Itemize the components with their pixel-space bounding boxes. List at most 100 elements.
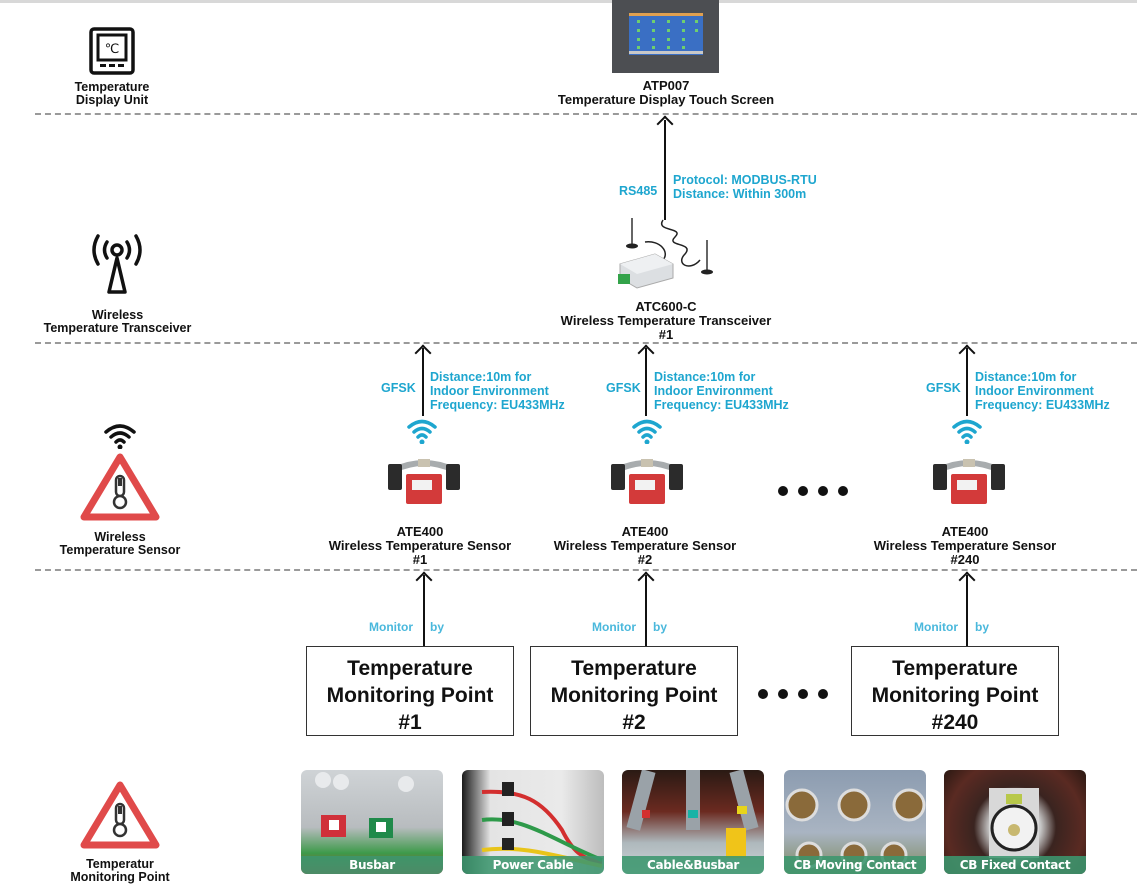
gfsk-detail-line: Distance:10m for [975,370,1077,384]
application-caption: Cable&Busbar Connect [622,856,764,874]
layer-divider [35,113,1137,115]
mp-line: Temperature [571,657,697,680]
layer-label-line: Temperature [74,80,150,94]
application-photo-busbar: Busbar [301,770,443,874]
gfsk-details: Distance:10m for Indoor Environment Freq… [975,370,1110,412]
layer-label-line: Temperatur [86,857,154,871]
layer-label-line: Temperature Sensor [59,543,181,557]
mp-line: Monitoring Point [871,684,1039,707]
monitor-link-line [423,575,425,647]
sensor-image [611,456,683,508]
top-edge [0,0,1137,3]
gfsk-label: GFSK [606,381,641,395]
monitoring-point-box: Temperature Monitoring Point #2 [530,646,738,736]
layer-label-line: Wireless [94,530,146,544]
layer-label-display: Temperature Display Unit [52,81,172,107]
device-model: ATC600-C [635,299,697,314]
ellipsis-sensors [778,486,848,496]
device-name: Temperature Display Touch Screen [557,92,775,107]
mp-line: Temperature [892,657,1018,680]
application-caption: CB Fixed Contact [944,856,1086,874]
device-name: Wireless Temperature Transceiver [560,313,772,328]
device-index: #2 [637,552,653,567]
layer-label-transceiver: Wireless Temperature Transceiver [30,309,205,335]
gfsk-link-line [966,348,968,416]
rs485-link-line [664,120,666,220]
transceiver-image [615,212,720,302]
gfsk-detail-line: Frequency: EU433MHz [654,398,789,412]
wifi-icon [103,423,137,450]
transceiver-device-label: ATC600-C Wireless Temperature Transceive… [561,300,772,342]
mp-line: #1 [398,711,422,734]
gfsk-details: Distance:10m for Indoor Environment Freq… [430,370,565,412]
wifi-signal-icon [406,418,438,445]
gfsk-detail-line: Indoor Environment [430,384,549,398]
layer-label-line: Monitoring Point [70,870,170,884]
device-index: #240 [950,552,980,567]
rs485-details: Protocol: MODBUS-RTU Distance: Within 30… [673,173,817,201]
sensor-image [933,456,1005,508]
layer-label-monitoring: Temperatur Monitoring Point [40,858,200,884]
layer-label-line: Display Unit [75,93,149,107]
monitor-label: Monitor [369,620,413,634]
protocol-text: Protocol: MODBUS-RTU [673,173,817,187]
distance-text: Distance: Within 300m [673,187,807,201]
thermometer-warning-icon [79,780,161,850]
sensor-image [388,456,460,508]
mp-line: Temperature [347,657,473,680]
display-device-label: ATP007 Temperature Display Touch Screen [558,79,774,107]
device-model: ATE400 [621,524,669,539]
gfsk-detail-line: Distance:10m for [654,370,756,384]
device-index: #1 [658,327,674,342]
application-photo-cable-busbar-connect: Cable&Busbar Connect [622,770,764,874]
device-model: ATE400 [941,524,989,539]
monitor-label: Monitor [914,620,958,634]
wireless-thermometer-warning-icon [79,452,161,522]
wifi-signal-icon [631,418,663,445]
device-name: Wireless Temperature Sensor [328,538,512,553]
gfsk-label: GFSK [381,381,416,395]
gfsk-link-line [645,348,647,416]
gfsk-details: Distance:10m for Indoor Environment Freq… [654,370,789,412]
svg-text:℃: ℃ [105,42,120,57]
device-model: ATP007 [642,78,690,93]
device-name: Wireless Temperature Sensor [553,538,737,553]
layer-divider [35,569,1137,571]
arrow-up-icon [958,344,976,362]
gfsk-detail-line: Distance:10m for [430,370,532,384]
gfsk-detail-line: Indoor Environment [975,384,1094,398]
sensor-label: ATE400 Wireless Temperature Sensor #240 [874,525,1056,567]
monitor-link-line [645,575,647,647]
monitoring-point-box: Temperature Monitoring Point #1 [306,646,514,736]
gfsk-label: GFSK [926,381,961,395]
monitoring-point-box: Temperature Monitoring Point #240 [851,646,1059,736]
arrow-up-icon [637,571,655,589]
device-model: ATE400 [396,524,444,539]
gfsk-detail-line: Frequency: EU433MHz [975,398,1110,412]
monitor-label: Monitor [592,620,636,634]
arrow-up-icon [415,571,433,589]
sensor-label: ATE400 Wireless Temperature Sensor #2 [554,525,736,567]
layer-label-line: Wireless [91,308,144,322]
gfsk-link-line [422,348,424,416]
device-index: #1 [412,552,428,567]
mp-line: #2 [622,711,646,734]
arrow-up-icon [637,344,655,362]
mp-line: Monitoring Point [550,684,718,707]
mp-line: Monitoring Point [326,684,494,707]
application-caption: Power Cable [462,856,604,874]
application-photo-power-cable: Power Cable [462,770,604,874]
touch-screen-image [612,0,719,73]
radio-tower-icon [82,230,152,296]
by-label: by [975,620,990,634]
by-label: by [430,620,445,634]
layer-label-line: Temperature Transceiver [43,321,192,335]
device-name: Wireless Temperature Sensor [873,538,1057,553]
arrow-up-icon [958,571,976,589]
monitor-link-line [966,575,968,647]
application-caption: CB Moving Contact [784,856,926,874]
application-photo-cb-moving-contact: CB Moving Contact [784,770,926,874]
ellipsis-monitoring-points [758,689,828,699]
gfsk-detail-line: Indoor Environment [654,384,773,398]
sensor-label: ATE400 Wireless Temperature Sensor #1 [329,525,511,567]
